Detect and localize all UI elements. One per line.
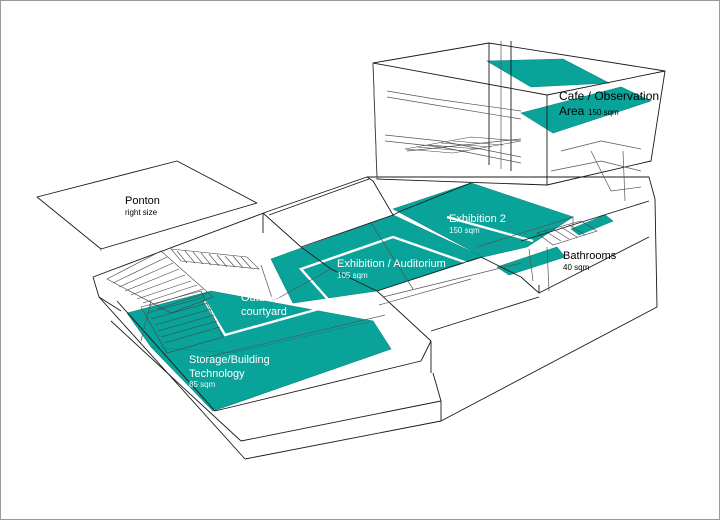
lower-building-wireframe	[92, 176, 658, 460]
cafe-observation-floor-area	[520, 86, 652, 134]
circulation-outline	[203, 235, 500, 337]
bathrooms-side-floor-area	[570, 214, 614, 236]
upper-tower-wireframe	[372, 41, 666, 202]
exhibition-2-title: Exhibition 2	[449, 213, 506, 225]
stairs	[106, 136, 598, 354]
storage-size: 85 sqm	[189, 380, 216, 389]
cafe-label-area-size: 150 sqm	[588, 108, 619, 117]
room-labels: Ponton right size Cafe / Observation Are…	[125, 89, 659, 389]
ponton-subtitle: right size	[125, 208, 158, 217]
cafe-upper-floor-area	[485, 58, 611, 88]
cafe-label-line1: Cafe / Observation	[559, 89, 659, 103]
auditorium-title: Exhibition / Auditorium	[337, 258, 446, 270]
storage-label-line1: Storage/Building	[189, 354, 270, 366]
ponton-slab	[36, 160, 258, 251]
bathrooms-size: 40 sqm	[563, 263, 590, 272]
bathrooms-title: Bathrooms	[563, 250, 617, 262]
bathrooms-floor-area	[496, 246, 566, 276]
storage-label-line2: Technology	[189, 368, 245, 380]
auditorium-size: 105 sqm	[337, 271, 368, 280]
circulation-outline-upper	[446, 215, 534, 243]
courtyard-label-line1: Outdoor	[241, 292, 281, 304]
cafe-label-area-name: Area	[559, 104, 585, 118]
courtyard-label-line2: courtyard	[241, 306, 287, 318]
exhibition-2-size: 150 sqm	[449, 226, 480, 235]
storage-building-technology-floor-area	[150, 320, 392, 412]
ponton-title: Ponton	[125, 195, 160, 207]
